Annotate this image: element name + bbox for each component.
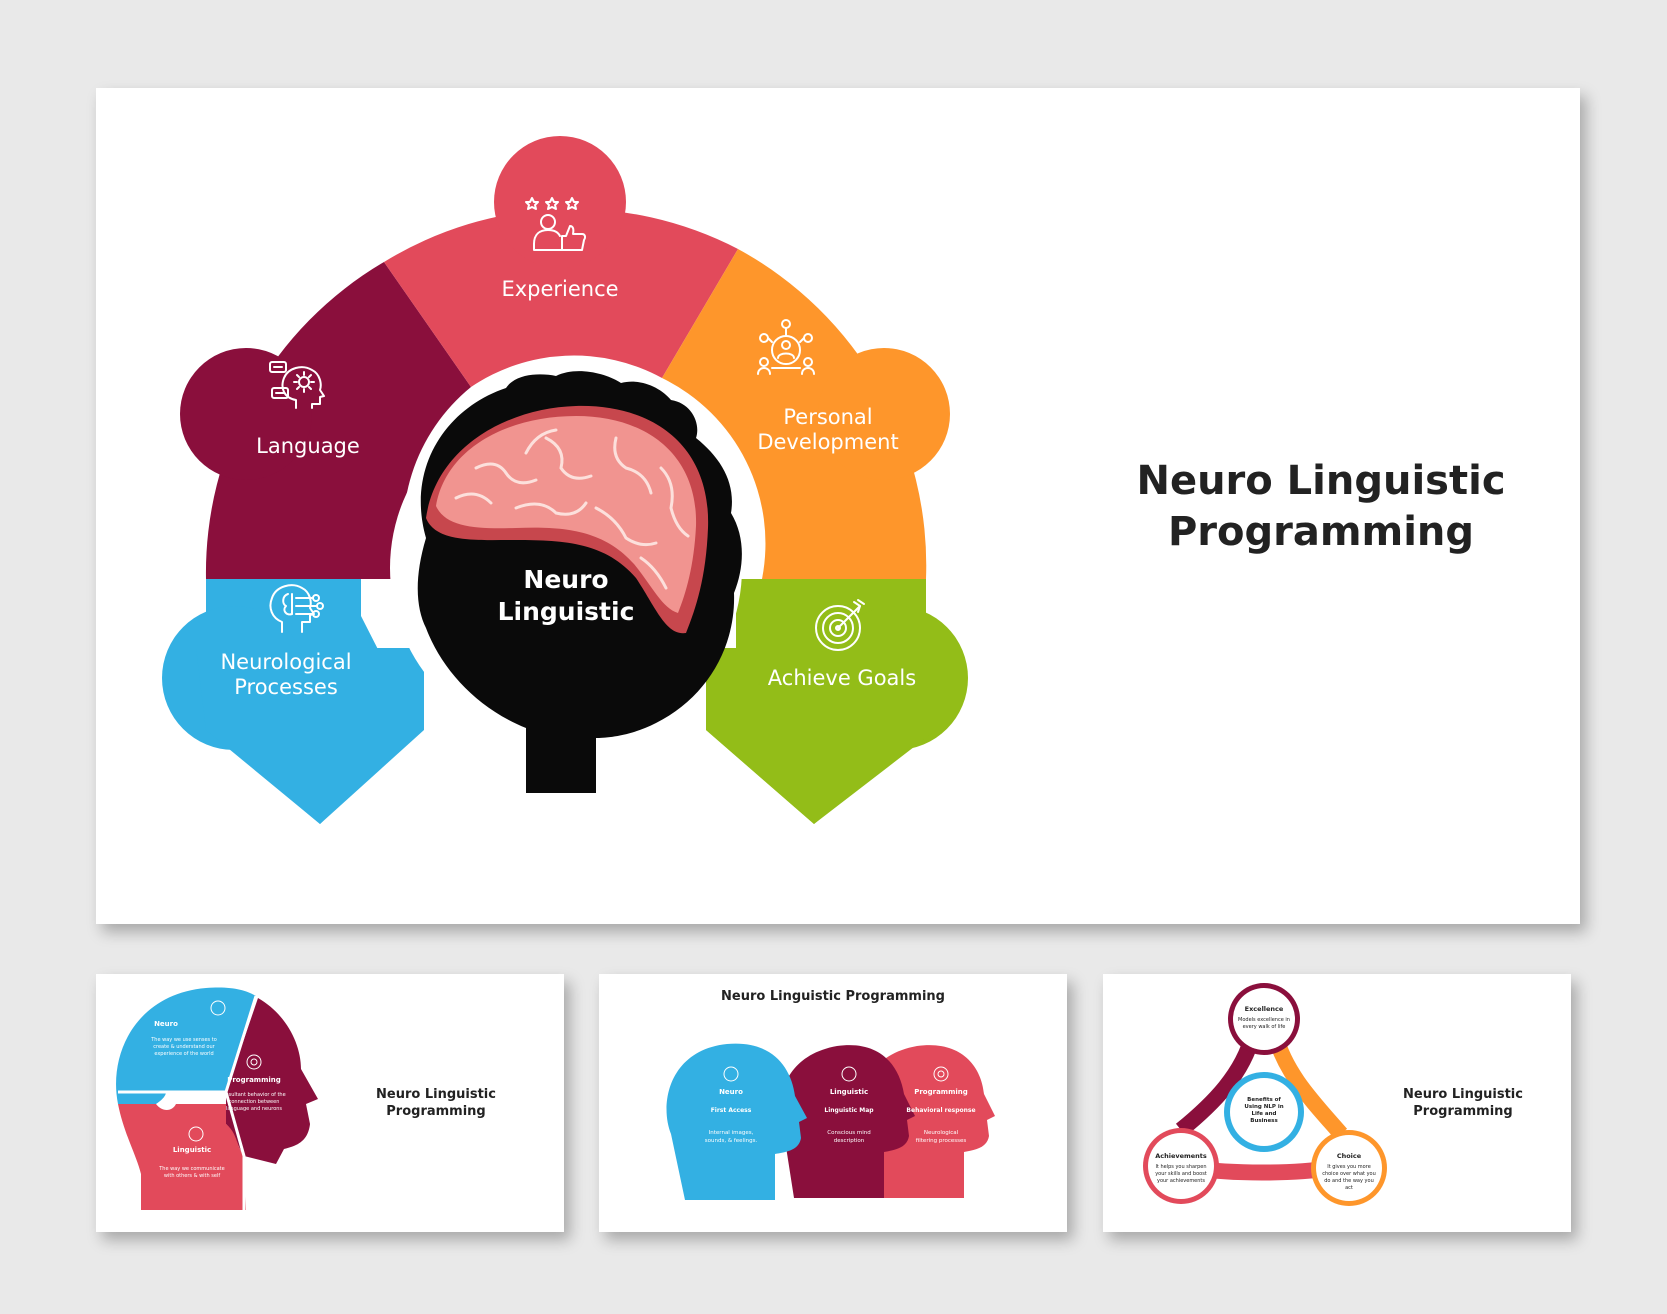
head-gear-chat-icon: [269, 361, 325, 409]
segment-personal-development: [662, 249, 950, 579]
thumb1-neuro-desc-2: create & understand our: [153, 1044, 215, 1050]
thumb2-title: Neuro Linguistic Programming: [721, 989, 945, 1004]
thumb3-center-3: Life and: [1252, 1111, 1277, 1117]
main-title: Neuro Linguistic Programming: [1041, 456, 1580, 558]
segment-neurological-processes: [162, 579, 424, 824]
thumb2-linguistic-sub: Linguistic Map: [824, 1107, 874, 1114]
thumb2-brain-icon: [723, 1066, 739, 1082]
thumb3-achievements-desc-2: your skills and boost: [1155, 1171, 1207, 1177]
piece-linguistic: [118, 1104, 246, 1210]
thumb3-excellence-desc-2: every walk of life: [1243, 1024, 1286, 1030]
thumb3-excellence-title: Excellence: [1245, 1005, 1284, 1013]
thumb1-title: Neuro Linguistic Programming: [356, 1086, 516, 1120]
piece-neuro: [116, 987, 256, 1104]
thumb3-title-line1: Neuro Linguistic: [1403, 1087, 1523, 1102]
thumb1-linguistic-title: Linguistic: [173, 1146, 211, 1154]
thumb2-linguistic-title: Linguistic: [830, 1088, 868, 1096]
thumb2-head-icon: [841, 1066, 857, 1082]
people-network-icon: [757, 319, 815, 375]
thumb2-neuro-sub: First Access: [711, 1107, 752, 1114]
head-neuro: [666, 1043, 807, 1200]
thumb2-programming-desc-2: filtering processes: [916, 1138, 967, 1144]
thumb2-linguistic-desc-1: Conscious mind: [827, 1130, 870, 1136]
main-title-line2: Programming: [1167, 509, 1475, 555]
segment-experience: [384, 136, 738, 387]
thumb1-linguistic-desc-2: with others & with self: [164, 1173, 220, 1179]
thumb1-programming-desc-3: language and neurons: [226, 1106, 282, 1112]
thumb3-achievements-desc-3: your achievements: [1157, 1178, 1205, 1184]
thumb2-target-icon: [933, 1066, 949, 1082]
thumb3-achievements-title: Achievements: [1155, 1152, 1207, 1160]
thumb2-programming-title: Programming: [914, 1088, 968, 1096]
neurological-processes-label-line1: Neurological: [220, 650, 351, 674]
thumb3-title: Neuro Linguistic Programming: [1383, 1086, 1543, 1120]
piece-programming: [226, 998, 318, 1164]
thumb3-title-line2: Programming: [1413, 1104, 1513, 1119]
experience-label: Experience: [501, 277, 618, 301]
head-puzzle-diagram: Neuro The way we use senses to create & …: [116, 987, 318, 1210]
thumb1-programming-title: Programming: [227, 1076, 281, 1084]
personal-development-label-line2: Development: [757, 430, 898, 454]
thumb1-linguistic-desc-1: The way we communicate: [158, 1166, 224, 1172]
target-arrow-icon: [815, 599, 865, 651]
language-label: Language: [256, 434, 360, 458]
thumbnail-slide-1[interactable]: Neuro The way we use senses to create & …: [96, 974, 564, 1232]
thumb1-programming-desc-2: connection between: [229, 1099, 280, 1105]
nlp-wheel-diagram: Neuro Linguistic Experience Language Per…: [162, 136, 968, 824]
center-label-line1: Neuro: [523, 565, 608, 594]
thumb3-choice-desc-1: It gives you more: [1327, 1164, 1371, 1170]
neurological-processes-label-line2: Processes: [234, 675, 338, 699]
thumb1-title-line1: Neuro Linguistic: [376, 1087, 496, 1102]
benefits-cycle-diagram: Benefits of Using NLP in Life and Busine…: [1143, 983, 1387, 1206]
thumb3-center-4: Business: [1250, 1118, 1278, 1124]
main-title-line1: Neuro Linguistic: [1136, 458, 1506, 504]
thumb3-center-1: Benefits of: [1247, 1097, 1281, 1103]
thumb1-title-line2: Programming: [386, 1104, 486, 1119]
thumb3-excellence-desc-1: Models excellence in: [1238, 1017, 1290, 1023]
thumb2-neuro-title: Neuro: [719, 1088, 743, 1096]
thumb3-choice-desc-3: do and the way you: [1324, 1178, 1374, 1184]
thumb1-brain-icon: [210, 1000, 226, 1016]
thumb3-choice-desc-4: act: [1345, 1185, 1353, 1191]
three-heads-diagram: Neuro First Access Internal images, soun…: [666, 1043, 995, 1200]
main-slide: Neuro Linguistic Experience Language Per…: [96, 88, 1580, 924]
brain-circuit-icon: [269, 584, 324, 633]
thumb2-neuro-desc-1: Internal images,: [709, 1130, 754, 1136]
thumb1-head-icon: [188, 1126, 204, 1142]
thumb3-choice-title: Choice: [1337, 1152, 1362, 1160]
thumbnail-slide-2[interactable]: Neuro Linguistic Programming Neuro First…: [599, 974, 1067, 1232]
achieve-goals-label: Achieve Goals: [768, 666, 916, 690]
rating-thumbs-up-icon: [525, 197, 587, 251]
head-linguistic: [780, 1045, 915, 1198]
thumb2-linguistic-desc-2: description: [834, 1138, 865, 1144]
thumb3-center-2: Using NLP in: [1244, 1104, 1283, 1110]
thumb2-neuro-desc-2: sounds, & feelings.: [705, 1138, 758, 1144]
thumb3-choice-desc-2: choice over what you: [1322, 1171, 1376, 1177]
thumb1-neuro-title: Neuro: [154, 1020, 178, 1028]
personal-development-label-line1: Personal: [783, 405, 872, 429]
thumb2-programming-desc-1: Neurological: [924, 1130, 959, 1136]
thumb3-achievements-desc-1: It helps you sharpen: [1155, 1164, 1206, 1170]
thumb1-neuro-desc-3: experience of the world: [154, 1051, 213, 1057]
segment-achieve-goals: [706, 579, 968, 824]
thumb2-programming-sub: Behavioral response: [906, 1107, 975, 1114]
thumb1-neuro-desc-1: The way we use senses to: [150, 1037, 217, 1043]
brain-illustration: [426, 405, 709, 634]
center-label-line2: Linguistic: [498, 597, 635, 626]
thumb1-target-icon: [246, 1054, 262, 1070]
thumbnail-slide-3[interactable]: Benefits of Using NLP in Life and Busine…: [1103, 974, 1571, 1232]
thumb1-programming-desc-1: Resultant behavior of the: [222, 1092, 285, 1098]
